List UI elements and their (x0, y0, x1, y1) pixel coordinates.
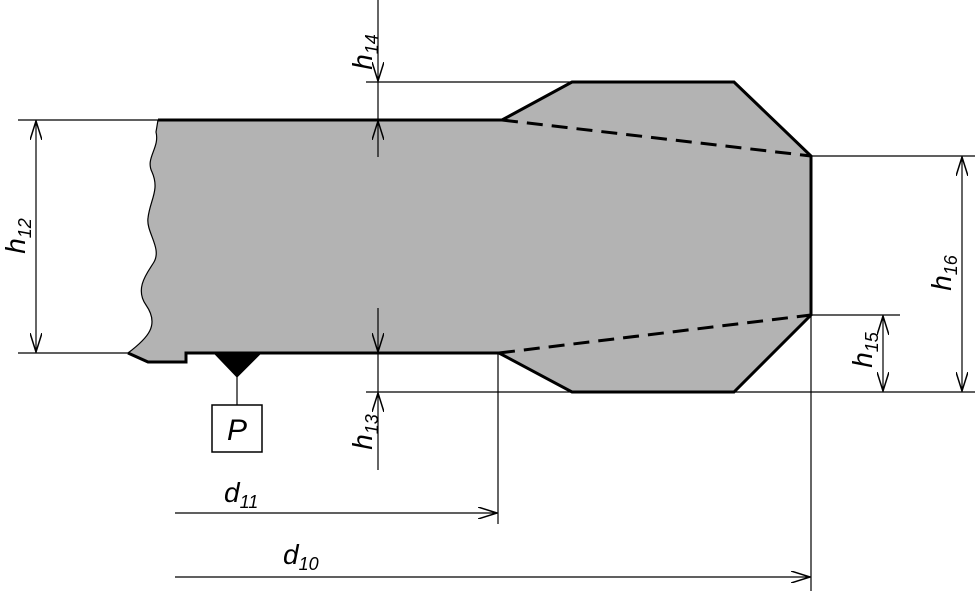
pressure-marker-triangle (212, 352, 263, 378)
label-d11: d11 (224, 477, 258, 512)
label-h14: h14 (347, 34, 382, 70)
hidden-line-top (501, 118, 812, 158)
hidden-line-bottom (498, 313, 812, 355)
label-h15: h15 (847, 331, 882, 368)
pressure-marker-label: P (227, 414, 247, 447)
pressure-marker-box (211, 404, 263, 453)
extension-lines (18, 81, 975, 591)
label-h12: h12 (0, 218, 35, 254)
label-h16: h16 (926, 254, 961, 291)
label-d10: d10 (283, 539, 319, 574)
label-h13: h13 (347, 414, 382, 450)
profile-body (128, 82, 811, 392)
break-line (127, 119, 159, 354)
